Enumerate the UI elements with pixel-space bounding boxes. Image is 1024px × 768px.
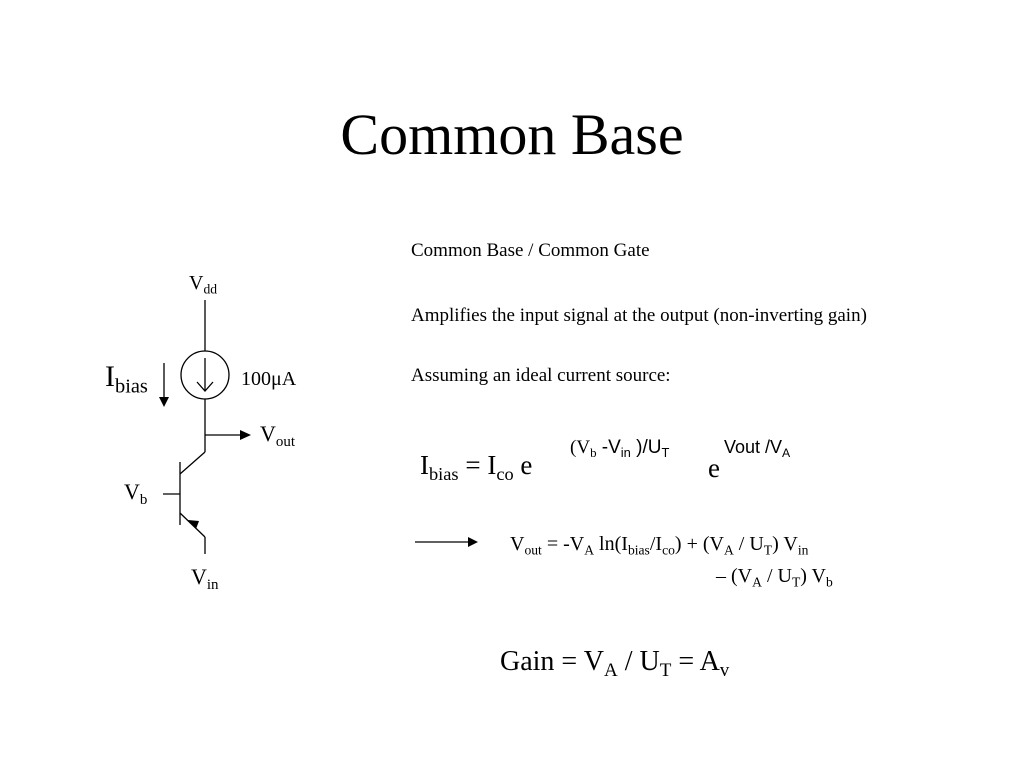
vdd-label: Vdd <box>189 272 218 297</box>
vout-equation-line-1: Vout = -VA ln(Ibias/Ico) + (VA / UT) Vin <box>510 533 809 558</box>
exponential-e: e <box>708 453 720 483</box>
ibias-label: Ibias <box>105 360 148 398</box>
vout-label: Vout <box>260 421 295 450</box>
exponent-2: Vout /VA <box>724 437 791 460</box>
description-line: Amplifies the input signal at the output… <box>411 305 867 326</box>
emitter-arrow-head <box>188 520 199 529</box>
ibias-arrow-head <box>159 397 169 407</box>
implies-arrow-head <box>468 537 478 547</box>
subtitle-line: Common Base / Common Gate <box>411 240 650 261</box>
exponent-1: (Vb -Vin )/UT <box>570 437 670 461</box>
vout-equation-line-2: – (VA / UT) Vb <box>716 565 833 590</box>
collector-lead <box>179 451 206 475</box>
output-arrow-head <box>240 430 251 440</box>
bias-current-equation: Ibias = Ico e <box>420 450 533 484</box>
vb-label: Vb <box>124 479 148 508</box>
current-source-arrow-head <box>196 381 214 392</box>
page-title: Common Base <box>340 102 684 167</box>
current-value-label: 100μA <box>241 368 297 390</box>
vin-label: Vin <box>191 564 219 593</box>
gain-equation: Gain = VA / UT = Av <box>500 646 730 682</box>
assumption-line: Assuming an ideal current source: <box>411 365 671 386</box>
